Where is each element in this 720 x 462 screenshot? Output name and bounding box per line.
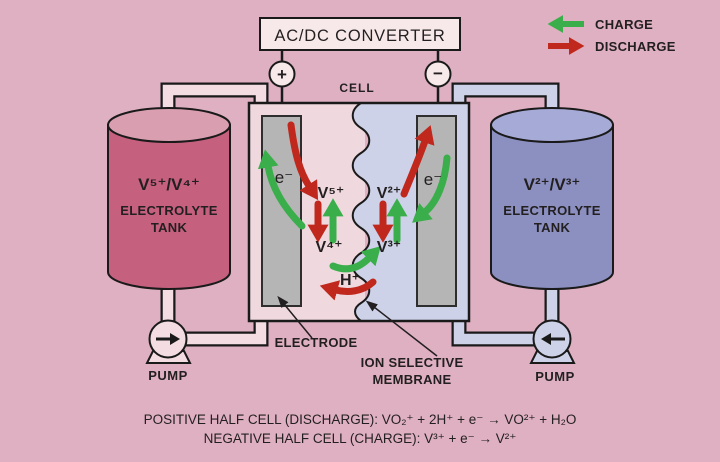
pump-right-arrow-icon xyxy=(541,333,565,345)
pipe-right-bottom xyxy=(451,283,560,347)
v4-label: V⁴⁺ xyxy=(315,239,342,256)
positive-half-cell-equation: POSITIVE HALF CELL (DISCHARGE): VO₂⁺ + 2… xyxy=(144,412,577,427)
cell-border xyxy=(247,101,471,323)
pump-left xyxy=(145,319,192,364)
tank-right-label-line1: ELECTROLYTE xyxy=(503,203,600,218)
legend-discharge-label: DISCHARGE xyxy=(595,39,676,54)
legend-charge-label: CHARGE xyxy=(595,17,653,32)
tank-left-couple-label: V⁵⁺/V⁴⁺ xyxy=(138,175,200,194)
ion-selective-membrane xyxy=(351,102,371,322)
proton-charge-arrow xyxy=(329,246,381,273)
negative-half-cell-equation: NEGATIVE HALF CELL (CHARGE): V³⁺ + e⁻ → … xyxy=(204,431,517,446)
pump-right-label: PUMP xyxy=(535,369,575,384)
tank-right-couple-label: V²⁺/V³⁺ xyxy=(524,175,581,194)
pump-left-arrow-icon xyxy=(156,333,180,345)
pump-right xyxy=(529,319,576,364)
ac-dc-converter-box xyxy=(259,17,461,51)
membrane-annotation-line1: ION SELECTIVE xyxy=(361,355,464,370)
positive-terminal-label: + xyxy=(277,65,287,84)
v2-label: V²⁺ xyxy=(377,185,401,202)
discharge-arrow-left xyxy=(287,121,319,201)
tank-left xyxy=(107,107,231,290)
proton-discharge-arrow xyxy=(319,278,377,301)
v5-label: V⁵⁺ xyxy=(318,185,345,202)
converter-label: AC/DC CONVERTER xyxy=(274,27,445,45)
v3-label: V³⁺ xyxy=(377,239,401,256)
membrane-annotation-line2: MEMBRANE xyxy=(373,372,452,387)
discharge-arrow-right xyxy=(400,125,435,198)
tank-right-label-line2: TANK xyxy=(534,220,571,235)
electron-right-label: e⁻ xyxy=(424,170,442,189)
pipe-left-bottom xyxy=(160,283,269,347)
membrane-pointer-line xyxy=(365,300,438,357)
tank-left-label-line1: ELECTROLYTE xyxy=(120,203,217,218)
charge-arrow-right xyxy=(412,154,451,223)
cell-label: CELL xyxy=(339,81,374,95)
tank-left-label-line2: TANK xyxy=(151,220,188,235)
tank-right xyxy=(490,107,614,290)
positive-terminal xyxy=(268,60,296,88)
electron-left-label: e⁻ xyxy=(275,168,293,187)
electrode-pointer-line xyxy=(277,295,313,339)
proton-label: H⁺ xyxy=(340,272,360,289)
charge-arrow-left xyxy=(257,149,306,230)
pump-left-label: PUMP xyxy=(148,368,188,383)
negative-terminal xyxy=(424,60,452,88)
electrode-annotation: ELECTRODE xyxy=(275,335,358,350)
negative-terminal-label: − xyxy=(433,64,443,83)
